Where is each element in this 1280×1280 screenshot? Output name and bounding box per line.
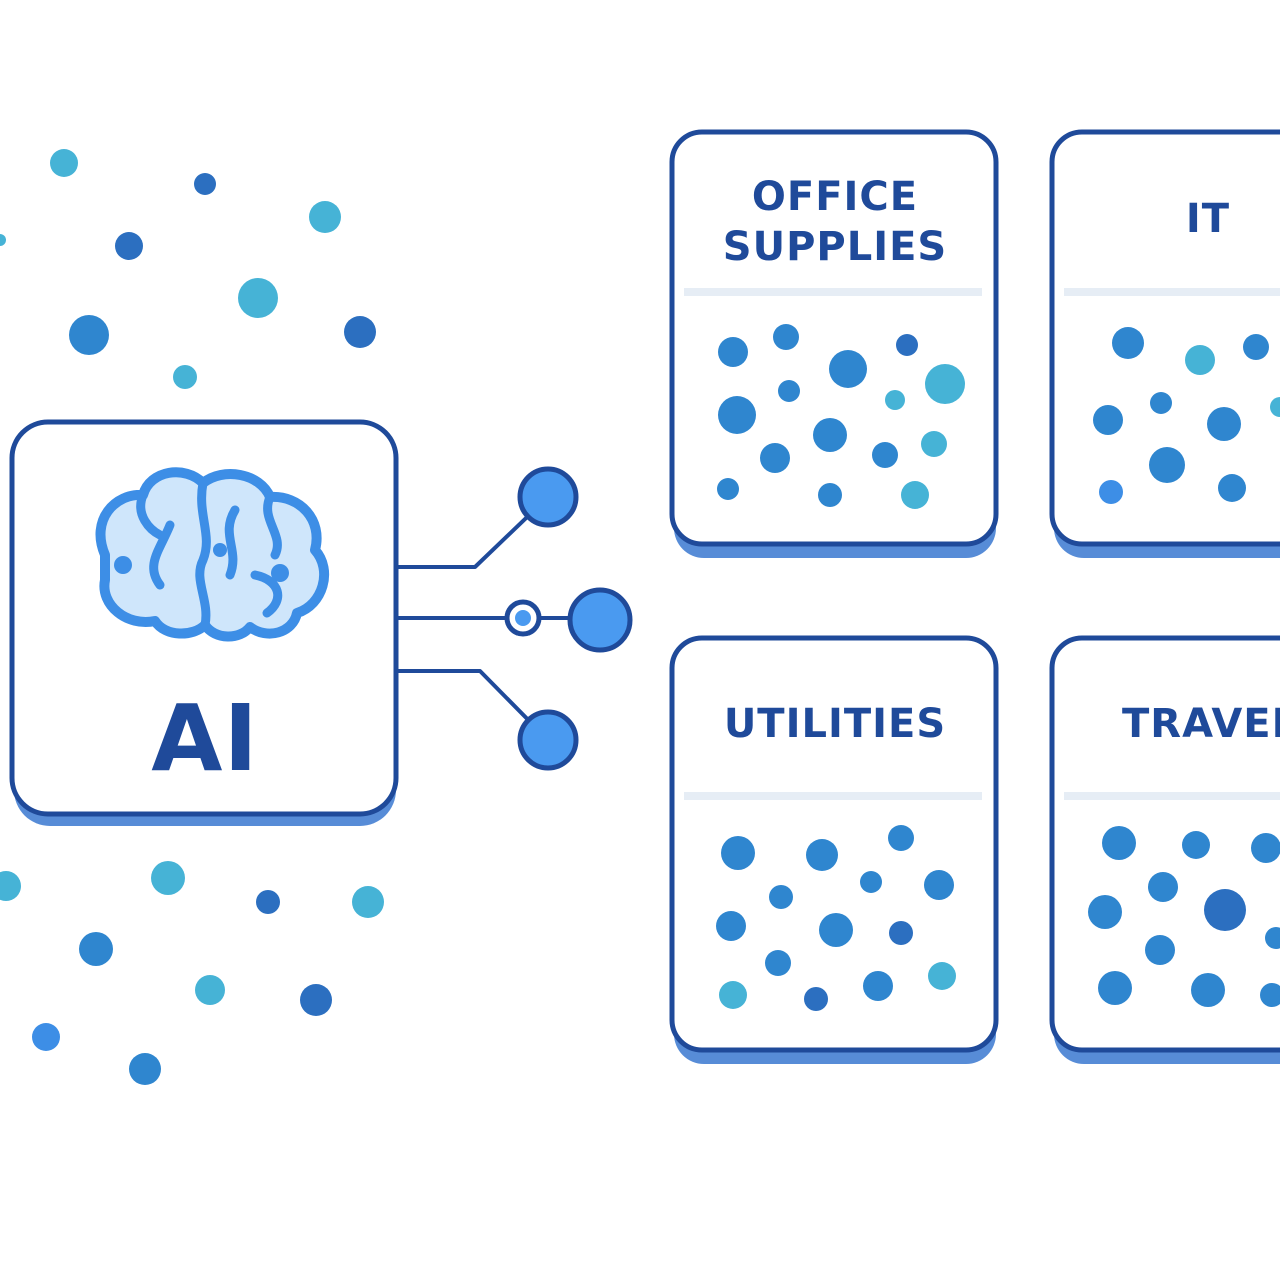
brain-icon — [95, 467, 329, 642]
connector-top — [396, 495, 550, 569]
category-label-line: TRAVEL — [1122, 701, 1280, 747]
connector-nodes — [504, 466, 633, 771]
dot — [151, 861, 185, 895]
dot — [50, 149, 78, 177]
input-dots-top — [0, 149, 376, 389]
connector-node-small-inner — [515, 610, 531, 626]
category-label-line: IT — [1186, 196, 1230, 242]
connector-node-top — [517, 466, 579, 528]
dot — [0, 871, 21, 901]
connectors — [396, 495, 602, 742]
dot — [129, 1053, 161, 1085]
dot — [344, 316, 376, 348]
dot — [256, 890, 280, 914]
dot — [309, 201, 341, 233]
dot — [352, 886, 384, 918]
connector-node-bottom — [517, 709, 579, 771]
card-dots — [716, 825, 956, 1011]
connector-node-middle — [567, 587, 633, 653]
input-dots-bottom — [0, 861, 384, 1085]
dot — [79, 932, 113, 966]
card-dots — [1088, 826, 1280, 1007]
category-label-line: SUPPLIES — [723, 224, 947, 270]
ai-box: AI — [9, 419, 399, 826]
dot — [0, 234, 6, 246]
dot — [32, 1023, 60, 1051]
category-card-office-supplies: OFFICE SUPPLIES — [669, 129, 999, 558]
card-dots — [1093, 327, 1280, 504]
dot — [194, 173, 216, 195]
dot — [195, 975, 225, 1005]
dot — [238, 278, 278, 318]
dot — [69, 315, 109, 355]
card-dots — [717, 324, 965, 509]
dot — [115, 232, 143, 260]
category-label-line: OFFICE — [752, 174, 918, 220]
connector-bottom — [396, 669, 550, 742]
category-label-line: UTILITIES — [724, 701, 946, 747]
dot — [173, 365, 197, 389]
category-card-utilities: UTILITIES — [669, 635, 999, 1064]
category-card-travel: TRAVEL — [1049, 635, 1280, 1064]
ai-label: AI — [151, 685, 258, 792]
dot — [300, 984, 332, 1016]
category-card-it: IT — [1049, 129, 1280, 558]
